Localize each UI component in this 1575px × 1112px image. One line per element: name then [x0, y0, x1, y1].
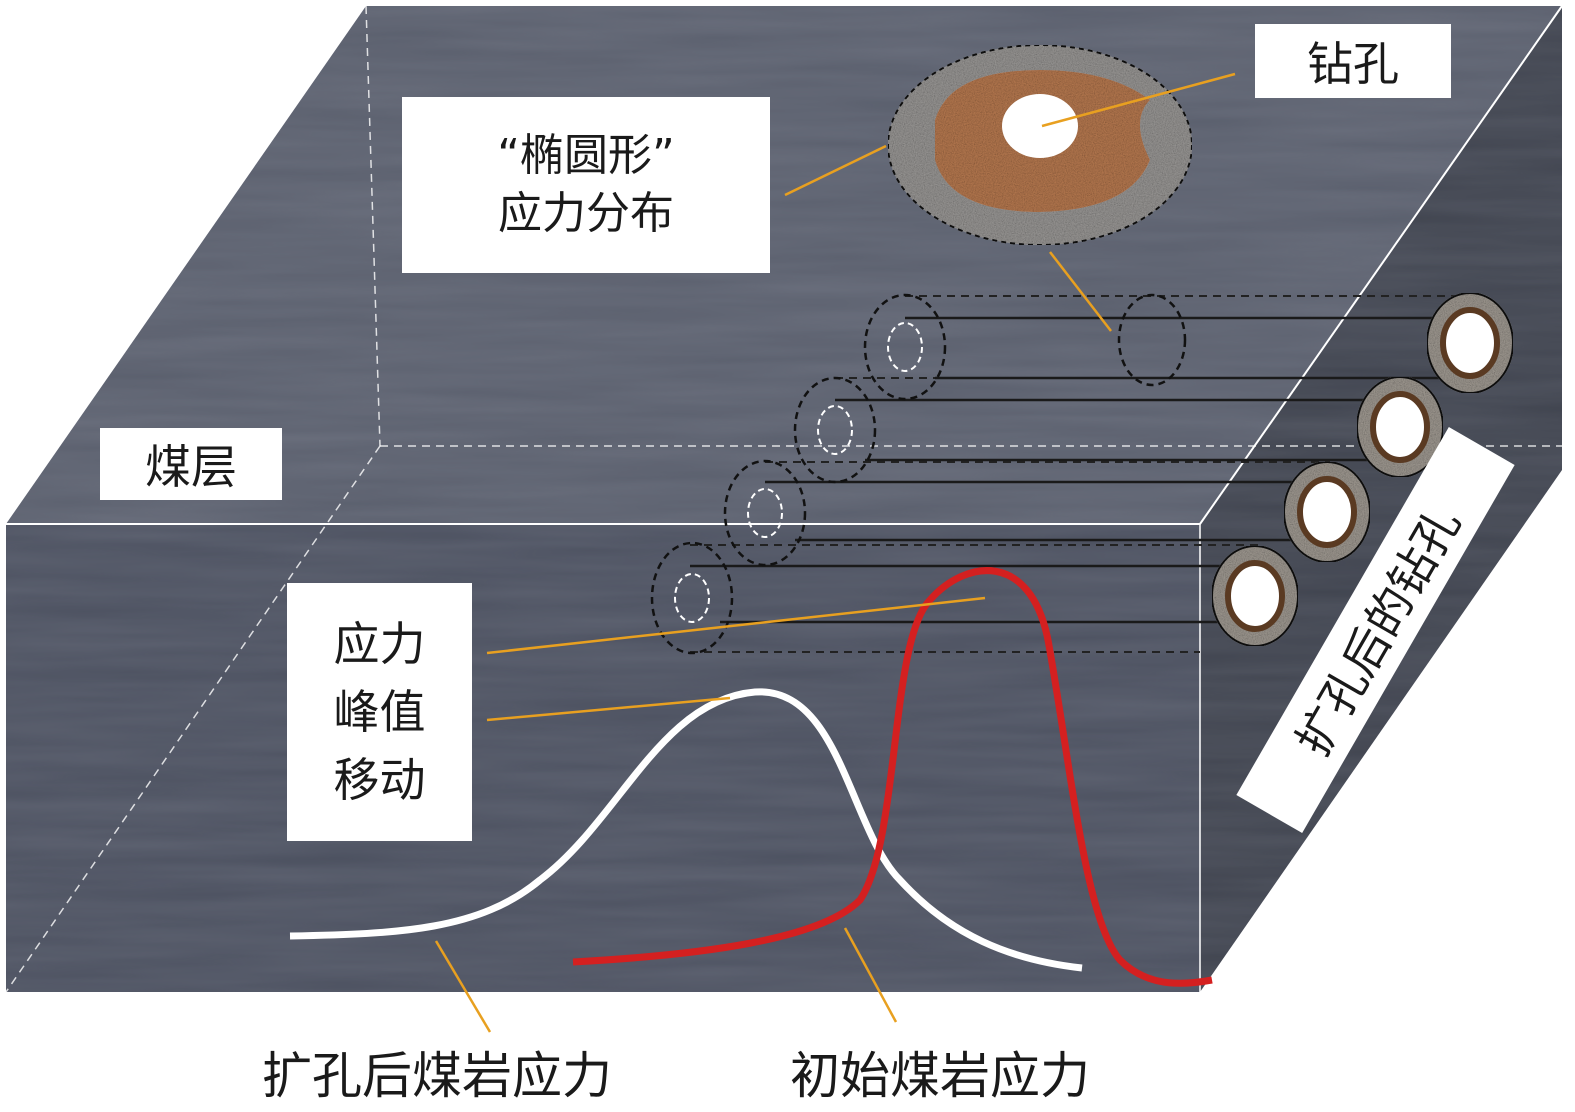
stress-peak-shift-line1: 应力: [333, 617, 426, 671]
initial-borehole-rings: [650, 293, 1187, 655]
borehole-hole: [1002, 94, 1078, 158]
after-reaming-stress-label: 扩孔后煤岩应力: [262, 1047, 612, 1105]
elliptical-stress-label-line1: “椭圆形”: [497, 130, 675, 181]
hidden-edge: [5, 445, 381, 993]
elliptical-stress-zone: [887, 44, 1193, 246]
stress-peak-shift-line2: 峰值: [333, 685, 426, 739]
elliptical-stress-label-line2: 应力分布: [498, 188, 674, 239]
hidden-edge: [365, 5, 381, 447]
block-edge: [1199, 5, 1563, 525]
initial-stress-curve: [572, 567, 1213, 987]
stress-peak-shift-line3: 移动: [333, 753, 426, 807]
after-reaming-stress-curve: [289, 688, 1083, 972]
leader-lines: [434, 72, 1236, 1033]
borehole-label: 钻孔: [1255, 24, 1451, 98]
borehole-axis-lines: [690, 316, 1450, 624]
coal-seam-label: 煤层: [100, 428, 282, 500]
elliptical-stress-label: “椭圆形” 应力分布: [402, 97, 770, 273]
coal-seam-front-texture: [6, 524, 1200, 992]
stress-peak-shift-label: 应力 峰值 移动: [287, 583, 472, 841]
initial-stress-label: 初始煤岩应力: [790, 1047, 1090, 1105]
enlarged-boreholes: [1211, 292, 1514, 647]
